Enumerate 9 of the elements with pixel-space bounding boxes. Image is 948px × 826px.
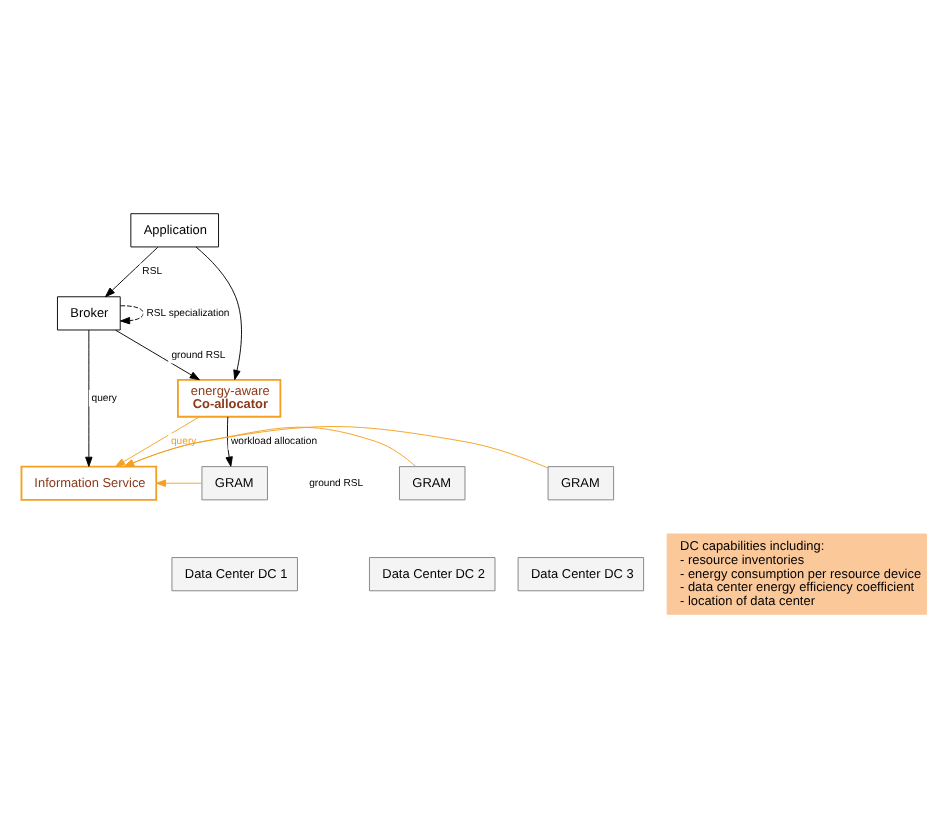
arrow <box>105 245 159 297</box>
arrow <box>225 415 233 466</box>
arrow <box>120 304 144 324</box>
arrow <box>123 425 417 466</box>
arrow <box>123 425 549 468</box>
arrow <box>115 328 200 380</box>
arrow <box>195 245 242 380</box>
arrow <box>155 478 203 486</box>
arrow <box>85 328 93 466</box>
